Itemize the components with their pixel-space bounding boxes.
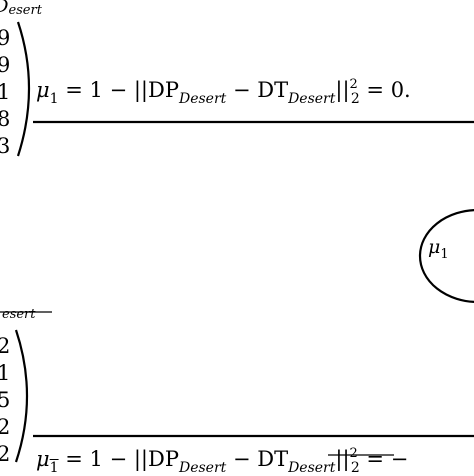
equation-subscript: Desert	[178, 91, 227, 107]
equation-subscript: Desert	[288, 460, 336, 476]
bottom-header-fragment: esert	[2, 307, 36, 322]
node-mu1-label: μ1	[428, 236, 449, 262]
equation-body: = 1 − ||DP	[65, 447, 179, 471]
top-header-lead: D	[0, 0, 8, 17]
equation-middle: − DT	[226, 78, 289, 102]
bottom-vector-value: 1	[0, 361, 11, 385]
equation-norm-bars: ||	[335, 447, 350, 471]
equation-body: = 1 − ||DP	[65, 78, 179, 102]
node-mu-symbol: μ	[428, 236, 441, 258]
bottom-vector-value: 2	[0, 415, 11, 439]
top-vector-value: 9	[0, 53, 11, 77]
top-vector-bracket	[16, 21, 31, 157]
equation-result: = 0.	[359, 78, 411, 102]
equation-norm-bars: ||	[335, 78, 350, 102]
top-vector-value: 1	[0, 80, 11, 104]
bottom-membership-equation: μ1 = 1 − ||DPDesert − DTDesert||22 = −	[36, 446, 409, 475]
top-membership-equation: μ1 = 1 − ||DPDesert − DTDesert||22 = 0.	[36, 77, 411, 106]
top-vector-value: 3	[0, 134, 11, 158]
bottom-vector-value: 5	[0, 388, 11, 412]
equation-result: = −	[359, 447, 409, 471]
top-header-fragment: esert	[8, 3, 42, 18]
equation-superscript: 2	[349, 446, 358, 461]
equation-subscript: 2	[350, 460, 360, 476]
top-vector-value: 8	[0, 107, 11, 131]
equation-subscript: Desert	[288, 91, 336, 107]
equation-superscript: 2	[349, 77, 358, 92]
equation-middle: − DT	[226, 447, 289, 471]
node-mu1-circle	[418, 209, 474, 303]
bottom-vector-value: 2	[0, 442, 11, 466]
mu-symbol: μ	[36, 447, 50, 471]
bottom-vector-bracket	[14, 329, 29, 463]
mu-symbol: μ	[36, 78, 50, 102]
top-vector-value: 9	[0, 26, 11, 50]
node-mu-subscript: 1	[440, 247, 449, 262]
bottom-vector-value: 2	[0, 334, 11, 358]
mu-subscript: 1	[49, 460, 59, 476]
top-header: Desert	[0, 0, 42, 18]
equation-subscript: 2	[350, 91, 360, 107]
mu-subscript: 1	[49, 91, 59, 107]
equation-subscript: Desert	[178, 460, 227, 476]
